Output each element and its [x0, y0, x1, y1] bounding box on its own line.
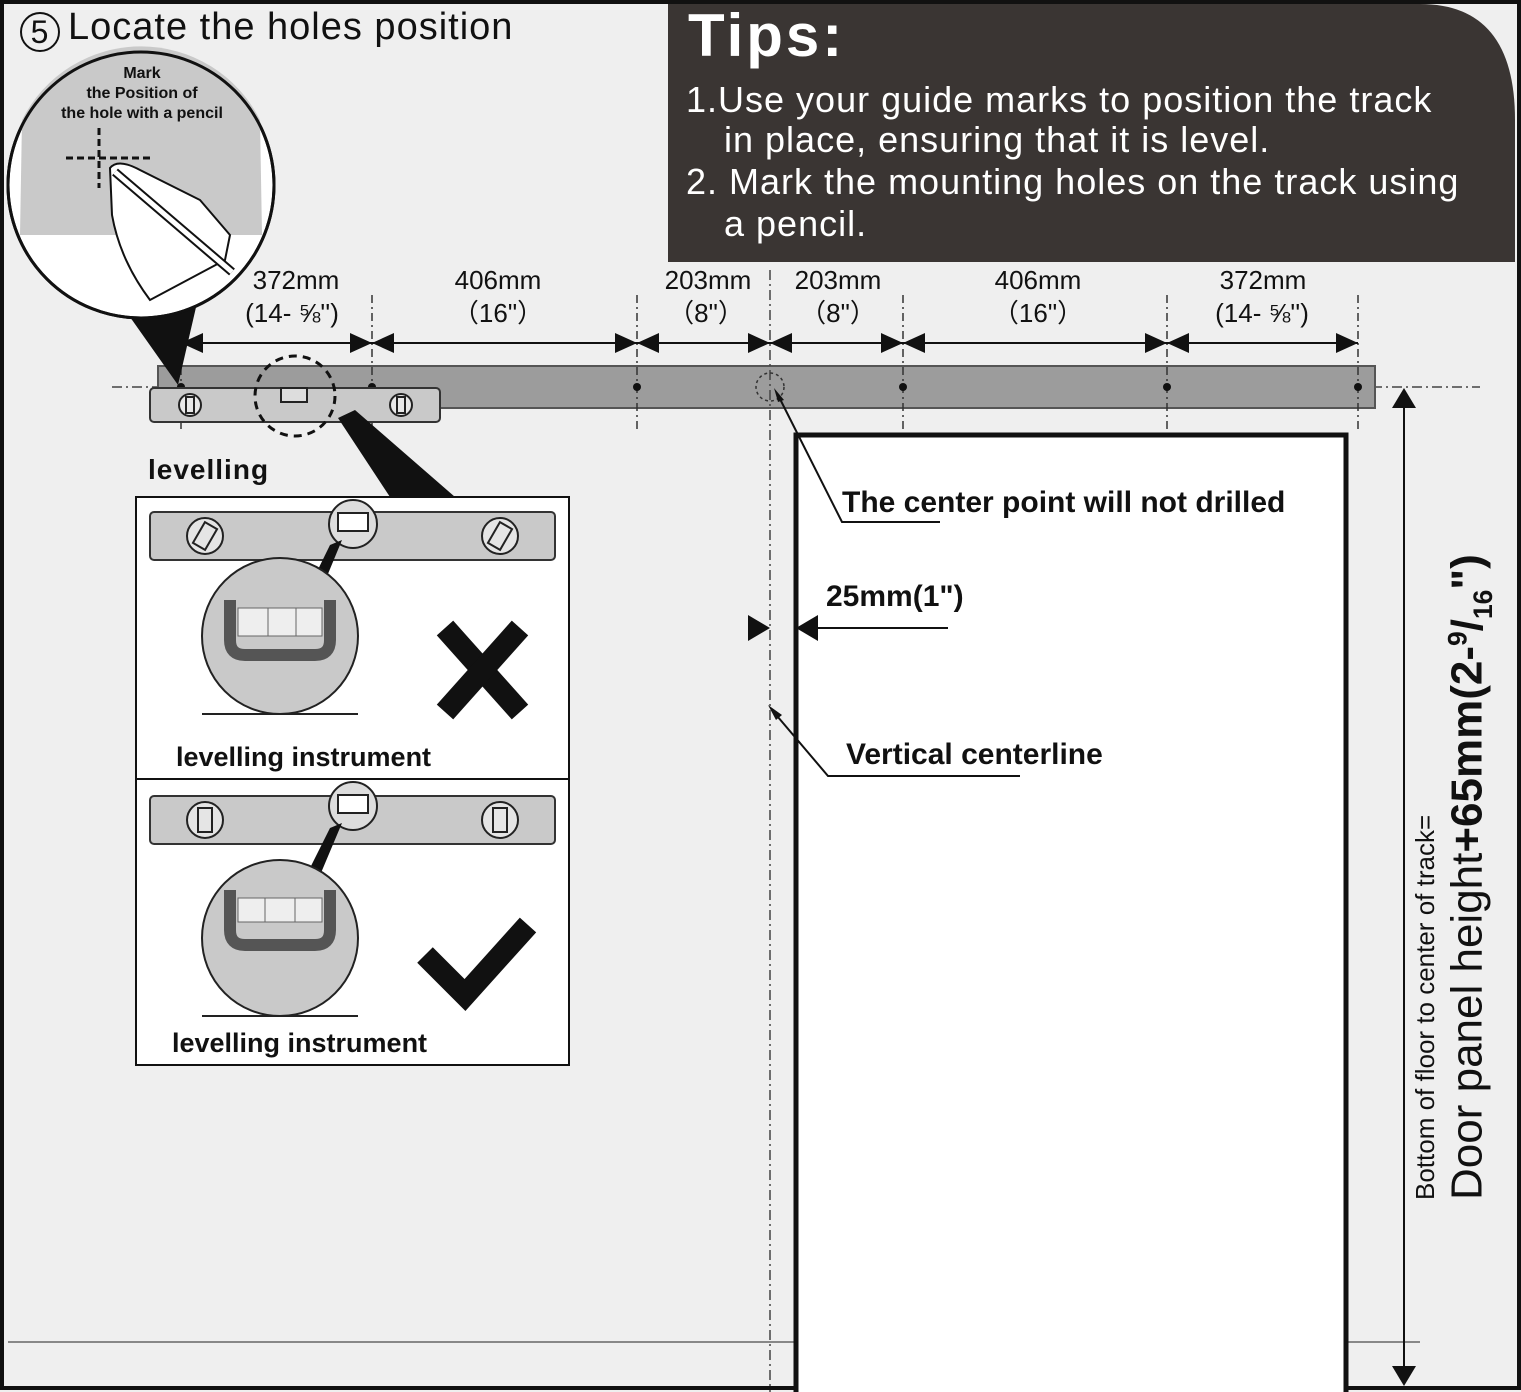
levelling-box: [135, 496, 570, 1066]
vertical-centerline-leader: [771, 709, 1020, 777]
height-note-offset: +65mm(2-: [1442, 645, 1492, 853]
dimension-line: [181, 333, 1358, 353]
pencil-callout: [6, 46, 276, 385]
dimension-5-mm: 406mm: [994, 265, 1082, 295]
level-on-track: [149, 354, 441, 438]
tips-heading: Tips:: [688, 2, 846, 69]
height-note-line-2: Door panel height+65mm(2-9/16"): [1442, 554, 1498, 1200]
dimension-1-inch: (14- ⅝''): [245, 298, 339, 328]
levelling-callout-wedge: [338, 410, 455, 497]
dimension-4-mm: 203mm: [794, 265, 882, 295]
vertical-centerline-label: Vertical centerline: [846, 738, 1103, 771]
height-note-line-1: Bottom of floor to center of track=: [1410, 814, 1440, 1200]
dimension-3-inch: （8"）: [668, 298, 744, 328]
dimension-6-inch: (14- ⅝''): [1215, 298, 1309, 328]
tips-panel: [668, 4, 1515, 262]
door-panel: [793, 432, 1349, 1392]
height-note-door: Door panel height: [1442, 852, 1492, 1200]
dimension-1-mm: 372mm: [252, 265, 340, 295]
levelling-instrument-right-label: levelling instrument: [172, 1028, 428, 1058]
pencil-callout-text: Mark the Position of the hole with a pen…: [27, 64, 257, 124]
dimension-2-inch: （16"）: [452, 298, 544, 328]
mark-line-2: the Position of: [86, 85, 198, 102]
cross-icon: [436, 620, 529, 720]
height-note-fraction-den: 16: [1467, 589, 1498, 620]
levelling-instrument-wrong-label: levelling instrument: [176, 742, 432, 772]
tip-2: 2. Mark the mounting holes on the track …: [686, 161, 1460, 202]
dimension-4-inch: （8"）: [800, 298, 876, 328]
level-right: [149, 781, 556, 1017]
center-point-note: The center point will not drilled: [842, 486, 1286, 519]
center-point-leader: [777, 394, 940, 523]
offset-arrows: [748, 615, 948, 641]
tip-1: 1.Use your guide marks to position the t…: [686, 79, 1433, 120]
height-note-close: "): [1442, 554, 1492, 590]
mark-line-1: Mark: [123, 65, 161, 82]
dimension-3-mm: 203mm: [664, 265, 752, 295]
offset-label: 25mm(1"): [826, 580, 964, 613]
center-point-marker: [755, 372, 785, 402]
height-note: Bottom of floor to center of track= Door…: [1410, 400, 1520, 1200]
levelling-label: levelling: [148, 454, 270, 485]
tip-1-continued: in place, ensuring that it is level.: [724, 119, 1271, 160]
dimension-5-inch: （16"）: [992, 298, 1084, 328]
step-number: 5: [20, 12, 60, 52]
check-icon: [417, 917, 537, 1011]
dimension-2-mm: 406mm: [454, 265, 542, 295]
height-arrow: [1392, 388, 1416, 1386]
step-title-text: Locate the holes position: [68, 6, 514, 48]
dimension-6-mm: 372mm: [1219, 265, 1307, 295]
height-note-fraction-num: 9: [1442, 631, 1472, 646]
mark-line-3: the hole with a pencil: [61, 105, 223, 122]
tip-2-continued: a pencil.: [724, 203, 868, 244]
level-wrong: [149, 499, 556, 715]
